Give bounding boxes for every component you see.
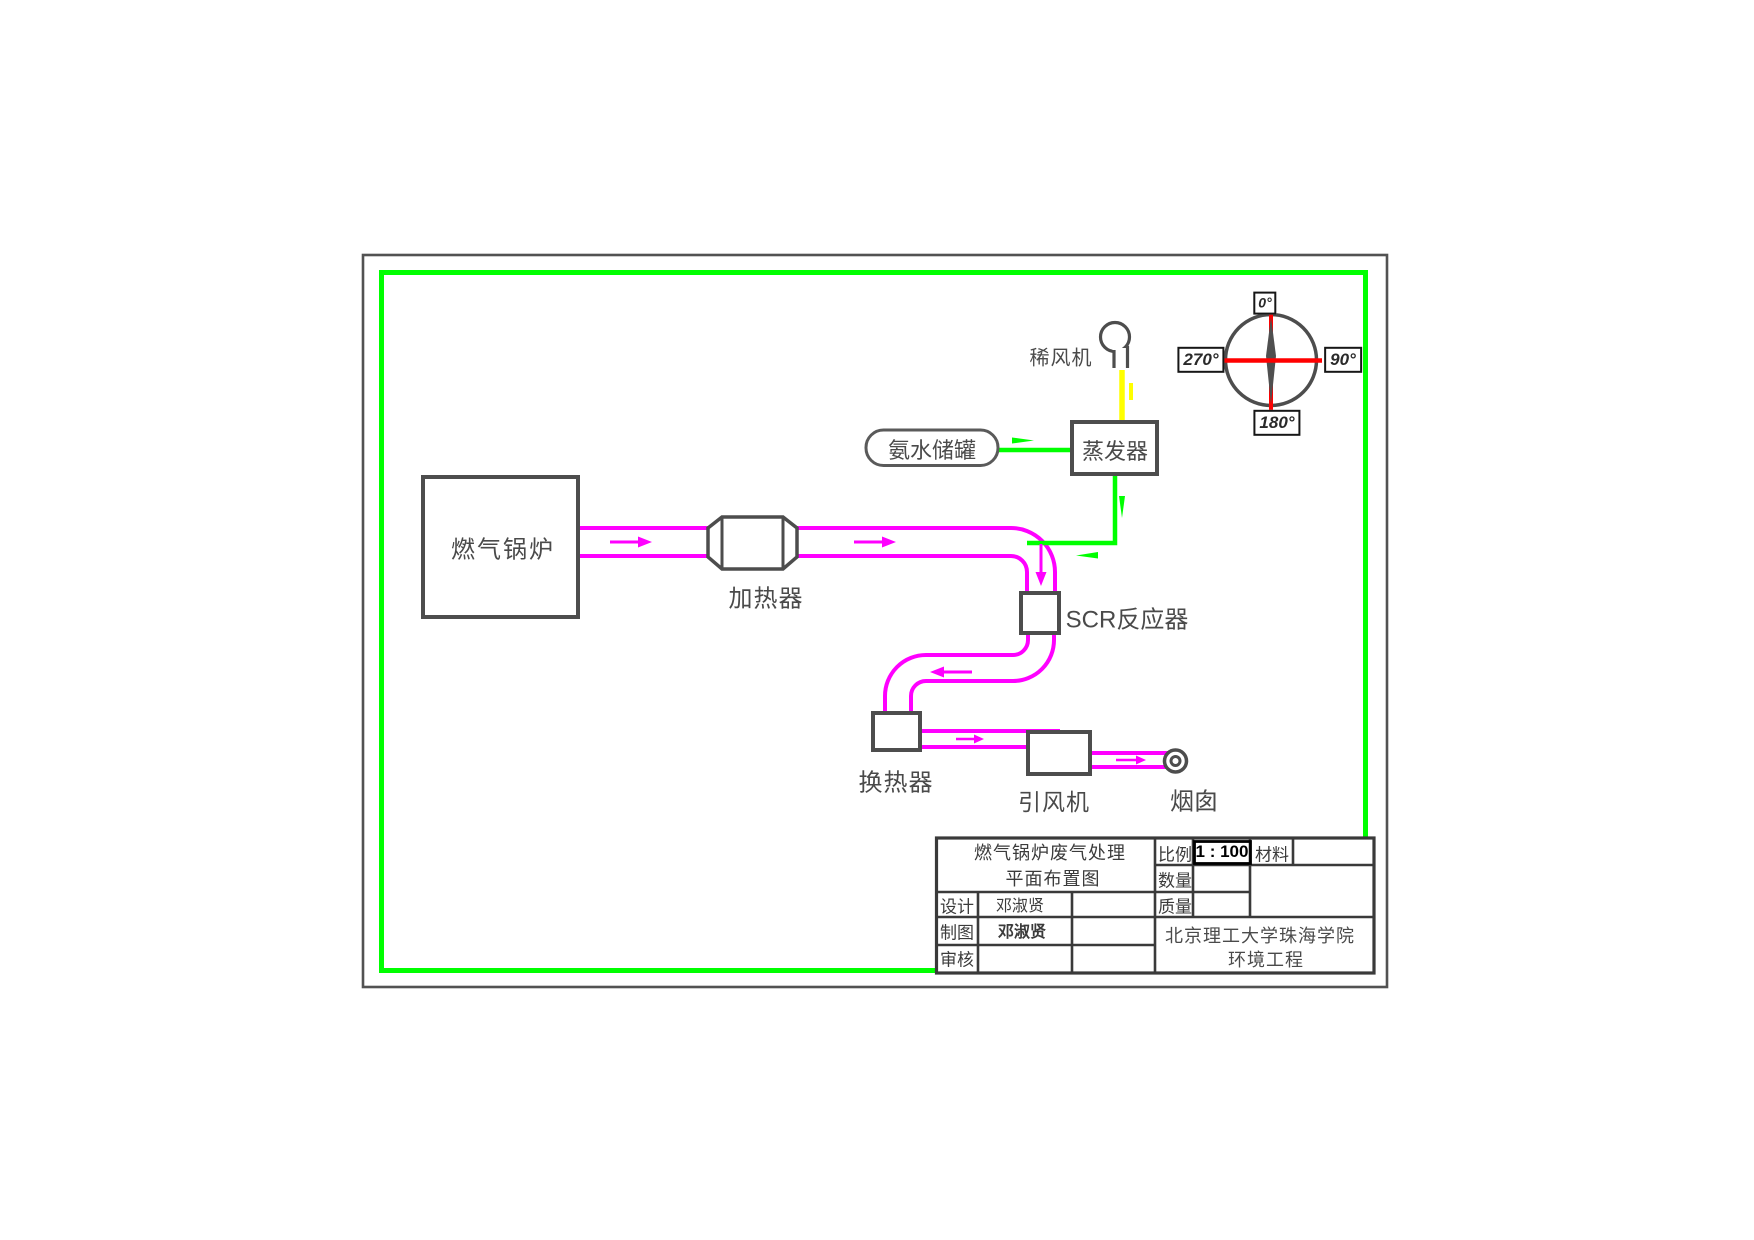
flow-arrow-green-right [1012,437,1034,444]
heat-exchanger-label: 换热器 [858,769,934,797]
evaporator-box [1070,420,1159,476]
compass-label-270: 270° [1177,346,1225,374]
dilution-air-line [1119,364,1133,428]
ammonia-line-tank-to-evaporator [990,437,1076,453]
drafter-name: 邓淑贤 [997,924,1047,941]
evaporator-label: 蒸发器 [1081,439,1149,464]
flue-gas-duct-main [570,526,1057,600]
scale-value-box [1193,840,1252,865]
material-label: 材料 [1255,845,1289,865]
drafter-label: 制图 [940,923,974,943]
boiler-box [421,475,580,619]
designer-name: 邓淑贤 [995,898,1045,915]
sheet-border [361,253,1389,989]
ammonia-tank-shape [864,428,1000,467]
ammonia-line-evaporator-to-duct [1027,470,1125,559]
scr-reactor-box [1019,591,1061,635]
chimney-symbol [1162,748,1189,774]
heater-label: 加热器 [728,585,804,613]
ammonia-tank-label: 氨水储罐 [887,438,977,463]
organization-line2: 环境工程 [1228,950,1304,970]
designer-label: 设计 [940,897,974,917]
title-line2: 平面布置图 [1005,869,1101,889]
boiler-label: 燃气锅炉 [451,536,555,564]
drawing-frame [379,270,1368,973]
flue-gas-duct-scr-to-exchanger [883,618,1056,718]
title-line1: 燃气锅炉废气处理 [974,843,1126,863]
heater-symbol [706,515,799,571]
flow-arrow-to-exchanger [930,666,972,678]
flow-arrow-green-down [1119,496,1125,518]
quantity-label: 数量 [1158,871,1192,891]
flow-arrow-to-chimney [1116,755,1146,765]
flow-arrow-into-scr [1035,544,1047,586]
scr-reactor-label: SCR反应器 [1065,606,1189,634]
dilution-fan-label: 稀风机 [1029,347,1093,370]
scale-value: 1 : 100 [1195,842,1249,861]
flow-arrow-green-left [1076,552,1098,559]
flow-arrow-heater-out [854,536,896,548]
induced-draft-fan-label: 引风机 [1018,789,1090,815]
heat-exchanger-box [871,711,922,752]
checker-label: 审核 [940,950,974,970]
flow-arrow-boiler-out [610,536,652,548]
compass-label-90: 90° [1324,346,1362,374]
flow-arrow-to-fan [956,734,984,744]
induced-draft-fan-box [1026,730,1092,776]
compass-label-0: 0° [1253,291,1277,315]
mass-label: 质量 [1158,897,1192,917]
title-block-grid [934,836,1376,975]
dilution-fan-icon [1098,320,1132,370]
organization-line1: 北京理工大学珠海学院 [1165,926,1355,946]
compass-rose [1220,311,1322,417]
compass-label-180: 180° [1253,409,1301,437]
scale-label: 比例 [1158,845,1192,865]
chimney-label: 烟囱 [1170,788,1218,816]
